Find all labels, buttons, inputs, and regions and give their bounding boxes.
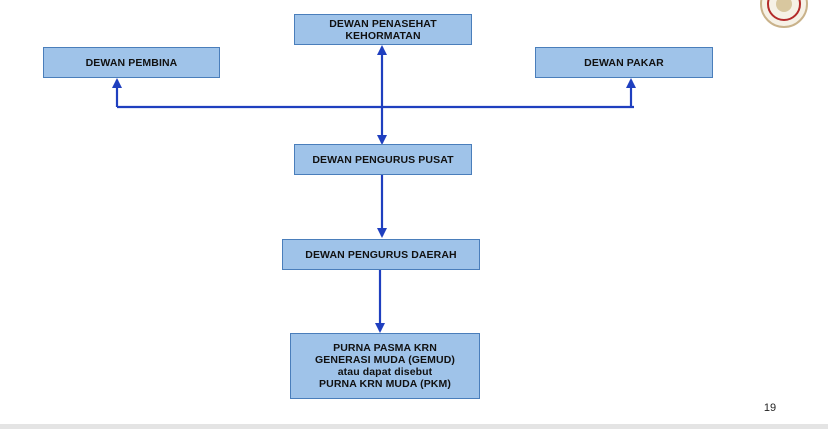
- node-label-line: DEWAN PENGURUS PUSAT: [312, 153, 454, 166]
- node-dewan-penasehat-kehormatan: DEWAN PENASEHAT KEHORMATAN: [294, 14, 472, 45]
- page-number: 19: [763, 402, 777, 414]
- node-label-line: PURNA PASMA KRN: [333, 342, 437, 354]
- node-dewan-pengurus-pusat: DEWAN PENGURUS PUSAT: [294, 144, 472, 175]
- node-label-line: DEWAN PAKAR: [584, 56, 664, 69]
- node-purna-pasma-krn: PURNA PASMA KRN GENERASI MUDA (GEMUD) at…: [290, 333, 480, 399]
- node-label-line: PURNA KRN MUDA (PKM): [319, 378, 451, 390]
- bottom-edge-bar: [0, 424, 828, 429]
- node-label-line: GENERASI MUDA (GEMUD): [315, 354, 455, 366]
- node-label-line: atau dapat disebut: [337, 366, 433, 378]
- node-label-line: DEWAN PENASEHAT: [329, 17, 437, 30]
- node-dewan-pakar: DEWAN PAKAR: [535, 47, 713, 78]
- node-label-line: DEWAN PEMBINA: [85, 56, 178, 69]
- node-label-line: KEHORMATAN: [345, 29, 421, 42]
- node-dewan-pembina: DEWAN PEMBINA: [43, 47, 220, 78]
- node-label-line: DEWAN PENGURUS DAERAH: [305, 248, 457, 261]
- node-dewan-pengurus-daerah: DEWAN PENGURUS DAERAH: [282, 239, 480, 270]
- emblem-core: [776, 0, 792, 12]
